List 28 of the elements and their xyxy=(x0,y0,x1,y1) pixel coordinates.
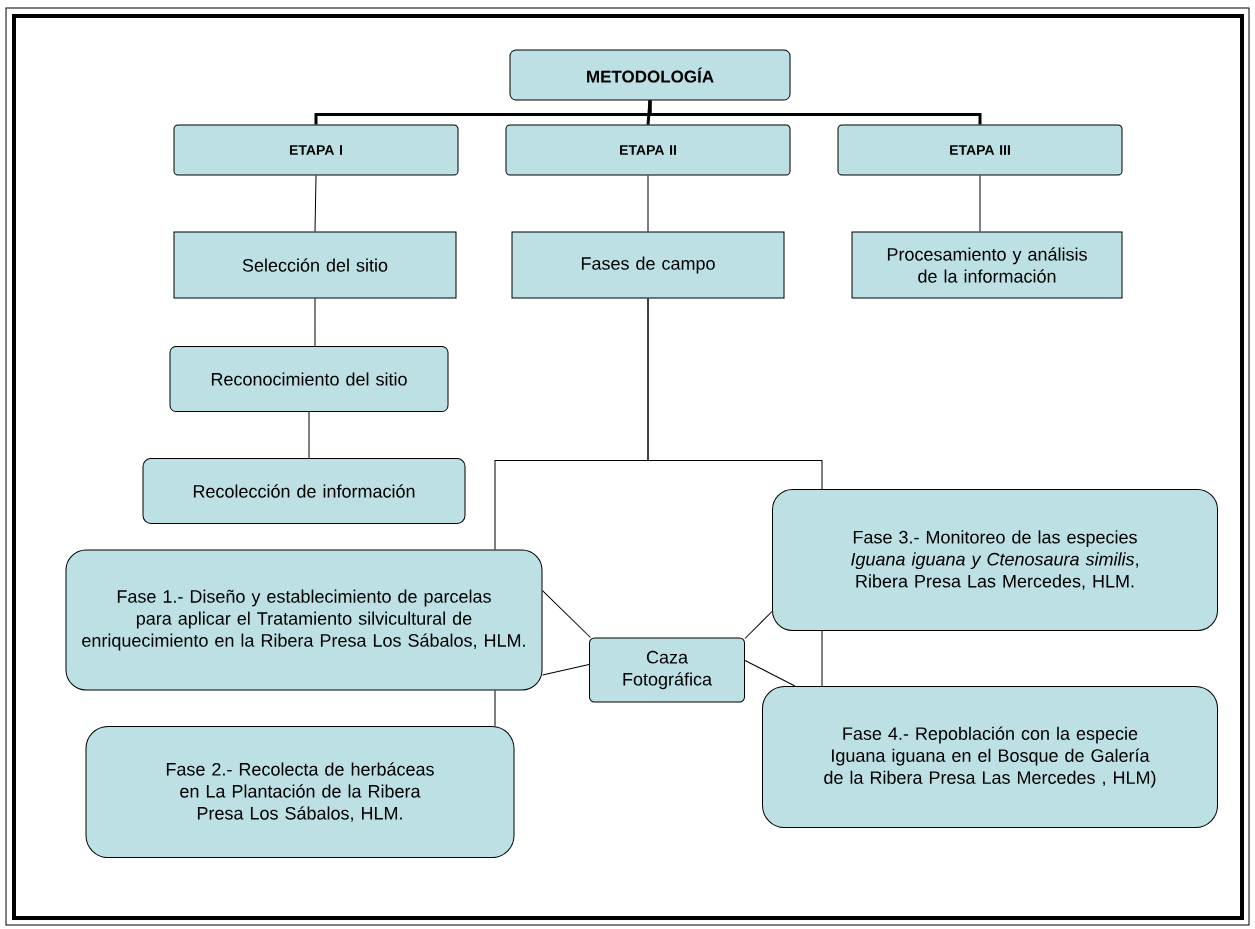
connector-line xyxy=(744,659,796,687)
process-box: Selección del sitio xyxy=(173,231,457,299)
connector-line xyxy=(979,175,981,232)
connector-line xyxy=(744,611,773,639)
process-box: Fases de campo xyxy=(511,231,785,299)
process-box: Recolección de información xyxy=(142,458,466,524)
connector-line xyxy=(821,630,823,687)
stage-box: ETAPA II xyxy=(505,124,791,176)
connector-line xyxy=(542,590,591,638)
connector-line xyxy=(494,690,496,727)
connector-line xyxy=(314,175,317,232)
connector-line xyxy=(647,175,649,232)
connector-line xyxy=(542,664,590,676)
stage-box: ETAPA III xyxy=(837,124,1123,176)
stage-box: ETAPA I xyxy=(173,124,459,176)
process-box: Reconocimiento del sitio xyxy=(169,346,449,412)
connector-line xyxy=(648,100,982,125)
process-box: Fase 3.- Monitoreo de las especies Iguana iguana y Ctenosaura similis, Ribera Presa Las Mercedes, HLM. xyxy=(772,489,1218,631)
title-box: METODOLOGÍA xyxy=(509,49,791,101)
connector-line xyxy=(646,100,652,125)
process-box: Fase 1.- Diseño y establecimiento de parcelas para aplicar el Tratamiento silvicultural de enriquecimiento en la Ribera Presa Los Sábalos, HLM. xyxy=(65,549,543,691)
process-box: Caza Fotográfica xyxy=(589,637,745,703)
connector-line xyxy=(308,411,310,459)
connector-line xyxy=(647,298,823,490)
process-box: Fase 4.- Repoblación con la especie Iguana iguana en el Bosque de Galería de la Ribera Presa Las Mercedes , HLM) xyxy=(762,686,1218,828)
process-box: Fase 2.- Recolecta de herbáceas en La Plantación de la Ribera Presa Los Sábalos, HLM. xyxy=(85,726,515,858)
connector-line xyxy=(314,298,316,347)
process-box: Procesamiento y análisis de la información xyxy=(851,231,1123,299)
